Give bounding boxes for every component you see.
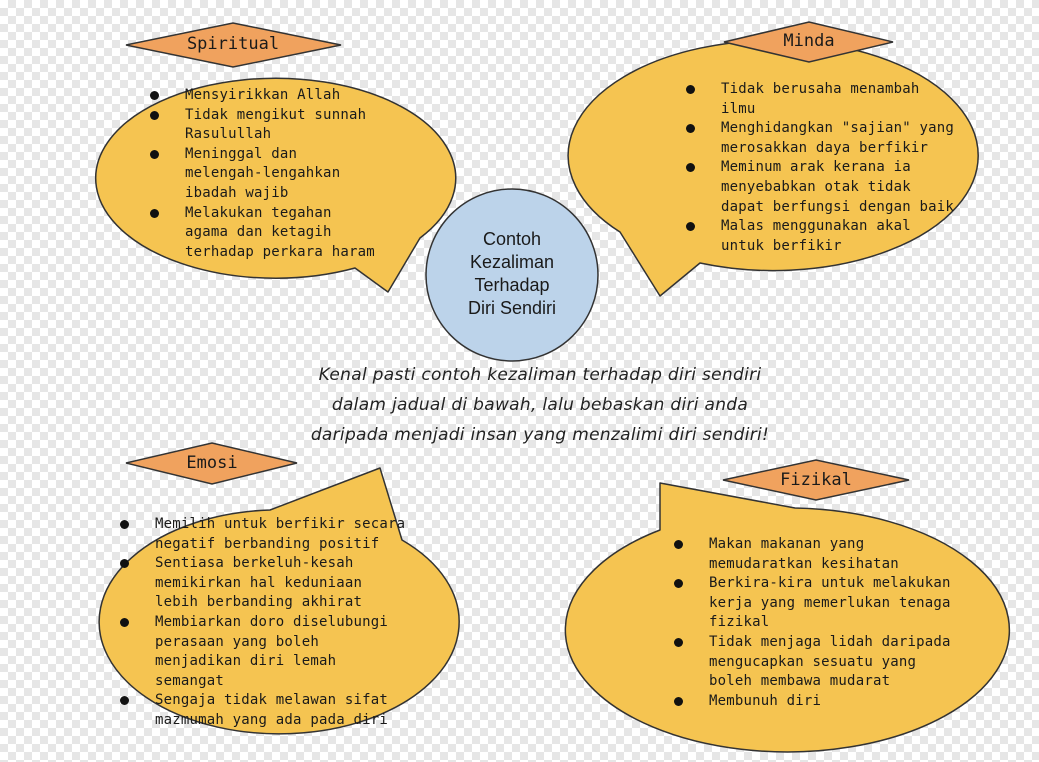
list-item: Menghidangkan "sajian" yang merosakkan d… — [683, 119, 958, 158]
note-line: Kenal pasti contoh kezaliman terhadap di… — [318, 365, 762, 385]
list-item-text: Melakukan tegahan agama dan ketagih terh… — [185, 204, 375, 260]
list-item-text: Memilih untuk berfikir secara negatif be… — [155, 516, 406, 552]
bullet-icon — [674, 696, 683, 706]
bullet-icon — [120, 617, 129, 627]
list-item: Meminum arak kerana ia menyebabkan otak … — [683, 158, 958, 217]
list-item-text: Tidak menjaga lidah daripada mengucapkan… — [709, 633, 951, 690]
bullet-icon — [686, 85, 695, 94]
list-item: Makan makanan yang memudaratkan kesihata… — [671, 535, 951, 574]
list-item-text: Tidak mengikut sunnah Rasulullah — [185, 106, 367, 143]
minda-tag-shape — [723, 21, 894, 63]
list-item: Tidak berusaha menambah ilmu — [683, 80, 958, 119]
note-line: daripada menjadi insan yang menzalimi di… — [310, 425, 770, 445]
bullet-icon — [686, 124, 695, 134]
center-circle — [425, 188, 599, 362]
list-item: Tidak mengikut sunnah Rasulullah — [147, 106, 379, 145]
bullet-icon — [120, 559, 129, 569]
list-item-text: Mensyirikkan Allah — [185, 87, 341, 103]
list-item-text: Tidak berusaha menambah ilmu — [721, 81, 920, 117]
bullet-icon — [150, 149, 159, 159]
list-item: Membiarkan doro diselubungi perasaan yan… — [117, 613, 412, 691]
minda-bubble — [567, 39, 979, 297]
list-item: Memilih untuk berfikir secara negatif be… — [117, 515, 412, 554]
spiritual-tag-shape — [125, 22, 342, 68]
list-item: Mensyirikkan Allah — [147, 86, 379, 106]
list-item-text: Berkira-kira untuk melakukan kerja yang … — [709, 575, 951, 631]
list-item-text: Menghidangkan "sajian" yang merosakkan d… — [721, 120, 954, 156]
spiritual-tag-label: Spiritual — [186, 34, 280, 54]
fizikal-tag-shape — [722, 459, 910, 501]
bullet-icon — [686, 163, 695, 173]
list-item-text: Sentiasa berkeluh-kesah memikirkan hal k… — [155, 555, 363, 611]
bullet-icon — [150, 110, 159, 120]
list-item-text: Membiarkan doro diselubungi perasaan yan… — [155, 613, 388, 689]
list-item: Tidak menjaga lidah daripada mengucapkan… — [671, 633, 951, 692]
fizikal-list: Makan makanan yang memudaratkan kesihata… — [671, 535, 951, 711]
bullet-icon — [674, 579, 683, 589]
list-item-text: Sengaja tidak melawan sifat mazmumah yan… — [155, 692, 388, 728]
bullet-icon — [686, 222, 695, 232]
list-item-text: Meminum arak kerana ia menyebabkan otak … — [721, 159, 954, 215]
bullet-icon — [674, 540, 683, 549]
list-item: Meninggal dan melengah-lengahkan ibadah … — [147, 145, 379, 204]
minda-tag-label: Minda — [783, 31, 835, 51]
emosi-bubble — [98, 467, 460, 735]
list-item: Membunuh diri — [671, 692, 951, 712]
note-line: dalam jadual di bawah, lalu bebaskan dir… — [331, 395, 749, 415]
instruction-note: Kenal pasti contoh kezaliman terhadap di… — [240, 360, 840, 450]
fizikal-bubble — [564, 482, 1011, 753]
bullet-icon — [150, 91, 159, 100]
minda-list: Tidak berusaha menambah ilmu Menghidangk… — [683, 80, 958, 256]
list-item: Sentiasa berkeluh-kesah memikirkan hal k… — [117, 554, 412, 613]
list-item-text: Makan makanan yang memudaratkan kesihata… — [709, 536, 899, 572]
center-title: Contoh Kezaliman Terhadap Diri Sendiri — [467, 229, 557, 318]
list-item: Melakukan tegahan agama dan ketagih terh… — [147, 204, 379, 263]
list-item: Sengaja tidak melawan sifat mazmumah yan… — [117, 691, 412, 730]
spiritual-list: Mensyirikkan Allah Tidak mengikut sunnah… — [147, 86, 379, 262]
bullet-icon — [674, 637, 683, 647]
list-item-text: Malas menggunakan akal untuk berfikir — [721, 218, 911, 254]
emosi-tag-label: Emosi — [186, 453, 238, 473]
bullet-icon — [120, 696, 129, 706]
bullet-icon — [150, 208, 159, 218]
list-item: Berkira-kira untuk melakukan kerja yang … — [671, 574, 951, 633]
fizikal-tag-label: Fizikal — [780, 470, 852, 490]
list-item-text: Meninggal dan melengah-lengahkan ibadah … — [185, 145, 341, 201]
bullet-icon — [120, 520, 129, 529]
list-item: Malas menggunakan akal untuk berfikir — [683, 217, 958, 256]
emosi-list: Memilih untuk berfikir secara negatif be… — [117, 515, 412, 731]
list-item-text: Membunuh diri — [709, 692, 822, 709]
emosi-tag-shape — [125, 442, 298, 485]
spiritual-bubble — [94, 77, 457, 293]
